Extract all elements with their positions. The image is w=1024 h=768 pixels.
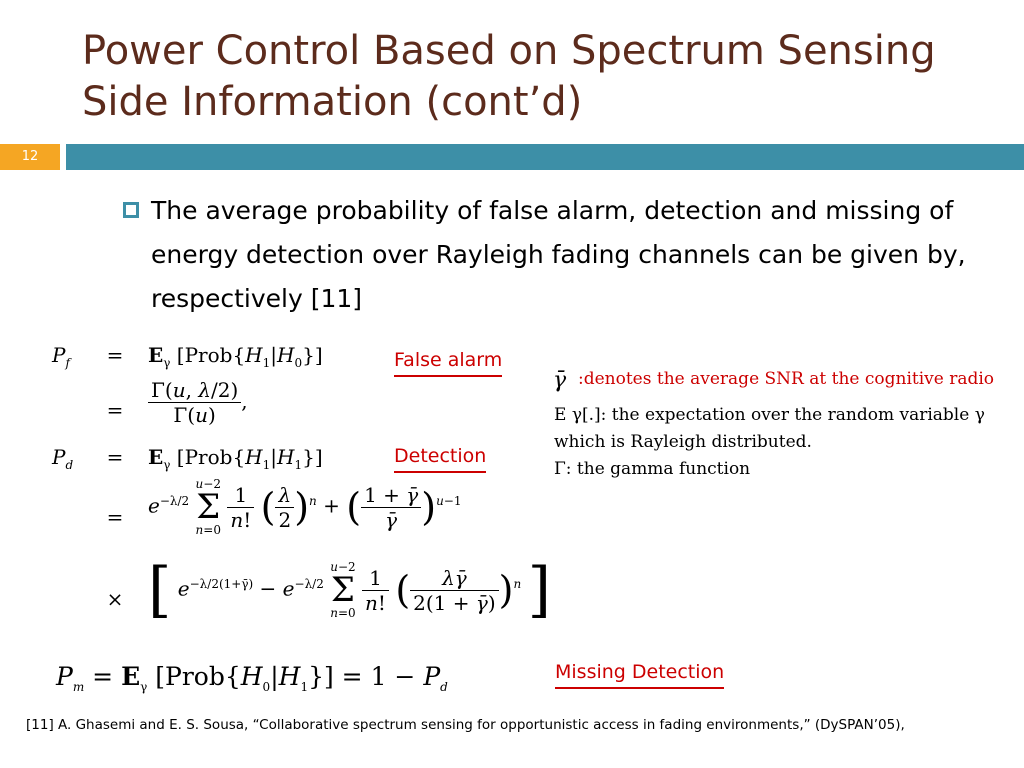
false-alarm-label: False alarm: [394, 348, 503, 377]
equals-sign: =: [106, 505, 124, 529]
slide-number: 12: [0, 144, 60, 170]
pm-equation: Pm = Eγ [Prob{H0|H1}] = 1 − Pd: [56, 662, 448, 694]
pd-lhs: Pd: [52, 445, 74, 472]
title-divider-bar: [66, 144, 1024, 170]
bullet-text: The average probability of false alarm, …: [151, 196, 966, 313]
pf-lhs: Pf: [52, 343, 70, 370]
times-sign: ×: [106, 587, 124, 611]
equals-sign: =: [106, 445, 124, 469]
expectation-note: E γ[.]: the expectation over the random …: [554, 405, 985, 452]
missing-detection-label: Missing Detection: [555, 660, 725, 689]
detection-label: Detection: [394, 444, 487, 473]
snr-note: :denotes the average SNR at the cognitiv…: [578, 369, 995, 389]
slide-title: Power Control Based on Spectrum Sensing …: [82, 28, 936, 125]
bullet-square-icon: [123, 202, 139, 218]
pf-expectation: Eγ [Prob{H1|H0}]: [148, 343, 323, 370]
equals-sign: =: [106, 343, 124, 367]
pf-fraction: Γ(u, λ/2) Γ(u): [148, 378, 242, 427]
pf-gamma-ratio: Γ(u, λ/2) Γ(u) ,: [148, 378, 248, 427]
pd-expectation: Eγ [Prob{H1|H1}]: [148, 445, 323, 472]
gamma-function-note: Γ: the gamma function: [554, 459, 751, 479]
reference-footnote: [11] A. Ghasemi and E. S. Sousa, “Collab…: [26, 717, 905, 733]
equals-sign: =: [106, 398, 124, 422]
snr-symbol: γ̄: [553, 368, 567, 393]
